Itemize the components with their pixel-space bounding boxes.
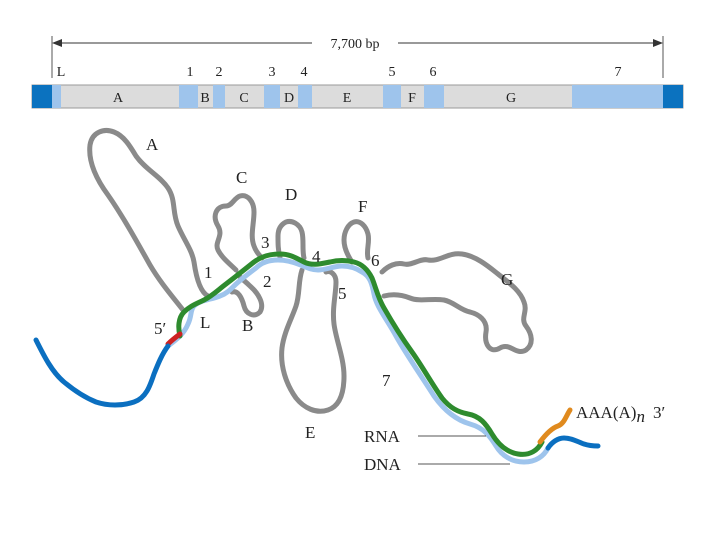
map-exon-label: 7 [615, 65, 622, 80]
map-exon-label: L [57, 65, 66, 80]
map-intron-label: A [113, 91, 124, 106]
exon-block-1 [179, 85, 198, 108]
rna-dna-hybrid [36, 131, 598, 462]
loop-exon-label: L [200, 313, 210, 332]
flanking-dna-left [36, 340, 168, 405]
map-exon-label: 1 [187, 65, 194, 80]
flank-5-block [32, 85, 52, 108]
loop-intron-label: E [305, 423, 315, 442]
ruler-label: 7,700 bp [331, 37, 380, 52]
loop-intron-label: A [146, 135, 159, 154]
five-prime-label: 5′ [154, 319, 166, 338]
exon-block-5 [383, 85, 401, 108]
loop-exon-label: 4 [312, 247, 321, 266]
length-ruler: 7,700 bp [52, 36, 663, 78]
intron-loop-E [282, 270, 344, 411]
three-prime-label: 3′ [653, 403, 665, 422]
loop-intron-label: F [358, 197, 367, 216]
map-exon-label: 6 [430, 65, 437, 80]
map-intron-label: D [284, 91, 294, 106]
map-intron-label: G [506, 91, 516, 106]
loop-exon-label: 3 [261, 233, 270, 252]
intron-loop-F [344, 222, 369, 262]
map-exon-label: 3 [269, 65, 276, 80]
map-intron-label: C [239, 91, 248, 106]
dna-legend-label: DNA [364, 455, 402, 474]
map-intron-label: B [200, 91, 209, 106]
exon-block-3 [264, 85, 280, 108]
loop-exon-label: 1 [204, 263, 213, 282]
ruler-right-arrow [653, 39, 663, 47]
exon-block-6 [424, 85, 444, 108]
loop-exon-label: 5 [338, 284, 347, 303]
exon-block-L [52, 85, 61, 108]
loop-intron-label: G [501, 270, 513, 289]
gene-map: L 1 2 3 4 5 6 7 A B C D E F G [32, 65, 683, 108]
loop-intron-label: C [236, 168, 247, 187]
map-intron-label: F [408, 91, 416, 106]
intron-loop-B [232, 274, 262, 315]
ruler-left-arrow [52, 39, 62, 47]
exon-block-2 [213, 85, 225, 108]
flank-3-block [663, 85, 683, 108]
map-exon-label: 4 [301, 65, 308, 80]
loop-exon-label: 6 [371, 251, 380, 270]
loop-exon-label: 7 [382, 371, 391, 390]
poly-a-text: AAA(A) [576, 403, 636, 422]
loop-intron-label: D [285, 185, 297, 204]
poly-a-subscript: n [636, 407, 645, 426]
poly-a-label: AAA(A)n 3′ [576, 403, 665, 426]
loop-intron-label: B [242, 316, 253, 335]
exon-block-4 [298, 85, 312, 108]
map-intron-label: E [343, 91, 352, 106]
map-exon-label: 2 [216, 65, 223, 80]
flanking-dna-right [548, 438, 598, 448]
loop-exon-label: 2 [263, 272, 272, 291]
exon-block-7 [572, 85, 663, 108]
rna-legend-label: RNA [364, 427, 401, 446]
intron-loop-A [90, 131, 208, 310]
map-exon-label: 5 [389, 65, 396, 80]
